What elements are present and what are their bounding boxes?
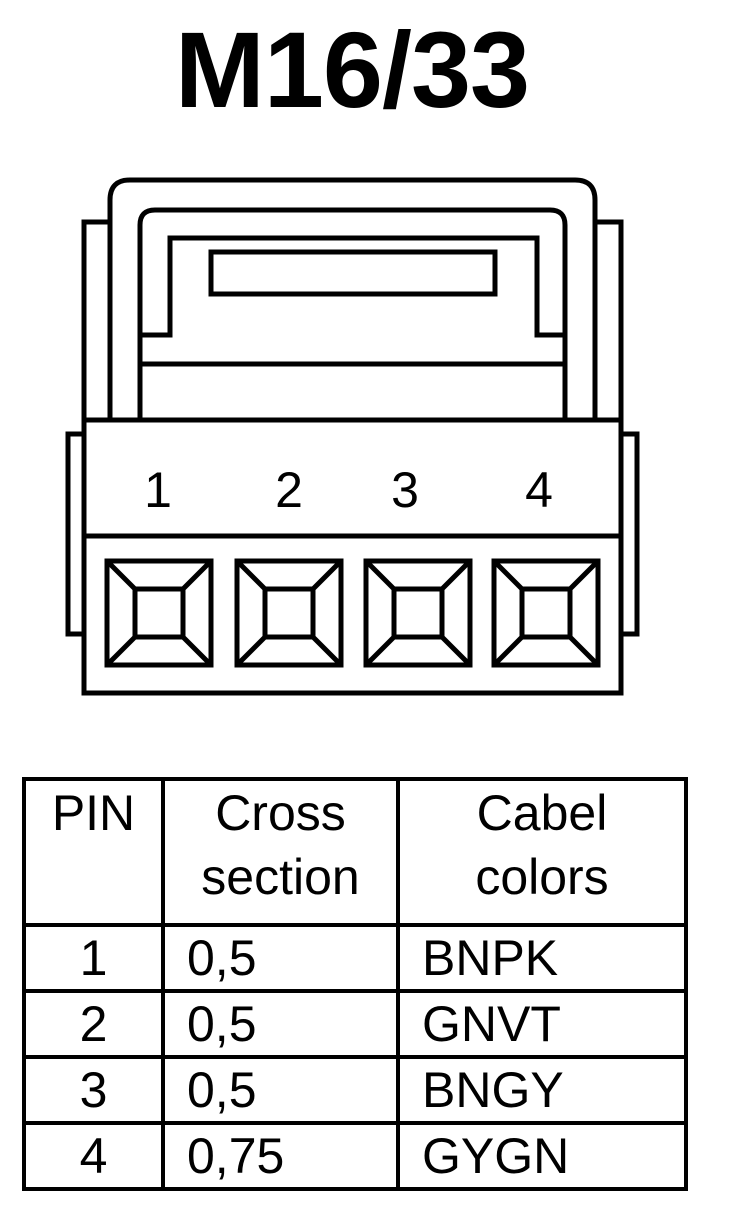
row-pin: 4 bbox=[22, 1121, 165, 1191]
header-cable-colors-line-2: colors bbox=[475, 849, 609, 905]
row-pin: 1 bbox=[22, 923, 165, 993]
terminal-cavity-4 bbox=[491, 558, 601, 668]
row-cross-section: 0,5 bbox=[161, 989, 400, 1059]
row-cable-colors: BNGY bbox=[396, 1055, 688, 1125]
table-row: 2 0,5 GNVT bbox=[22, 989, 688, 1059]
connector-right-flange bbox=[595, 219, 624, 420]
connector-drawing: 1 2 3 4 bbox=[65, 177, 640, 696]
pin-label-4: 4 bbox=[525, 462, 553, 518]
diagram-title: M16/33 bbox=[174, 9, 530, 130]
header-cable-colors: Cabel colors bbox=[396, 777, 688, 927]
pin-assignment-table: PIN Cross section Cabel colors 1 0,5 BNP… bbox=[22, 777, 688, 1191]
header-cross-section: Cross section bbox=[161, 777, 400, 927]
row-pin: 3 bbox=[22, 1055, 165, 1125]
terminal-cavity-3 bbox=[363, 558, 473, 668]
row-cable-colors: GNVT bbox=[396, 989, 688, 1059]
table-header-row: PIN Cross section Cabel colors bbox=[22, 777, 688, 927]
connector-right-ear bbox=[618, 431, 640, 637]
connector-hood-outline bbox=[107, 177, 598, 420]
row-cable-colors: GYGN bbox=[396, 1121, 688, 1191]
table-row: 1 0,5 BNPK bbox=[22, 923, 688, 993]
terminal-cavity-2 bbox=[234, 558, 344, 668]
table-row: 3 0,5 BNGY bbox=[22, 1055, 688, 1125]
connector-inner-frame bbox=[137, 207, 568, 420]
row-cross-section: 0,75 bbox=[161, 1121, 400, 1191]
pin-label-1: 1 bbox=[144, 462, 172, 518]
connector-latch-bar bbox=[208, 249, 498, 297]
connector-left-flange bbox=[81, 219, 110, 420]
row-cross-section: 0,5 bbox=[161, 1055, 400, 1125]
connector-latch-window bbox=[140, 235, 565, 338]
table-row: 4 0,75 GYGN bbox=[22, 1121, 688, 1191]
row-cross-section: 0,5 bbox=[161, 923, 400, 993]
row-pin: 2 bbox=[22, 989, 165, 1059]
terminal-cavity-1 bbox=[104, 558, 214, 668]
header-cross-section-line-2: section bbox=[201, 849, 360, 905]
header-cable-colors-line-1: Cabel bbox=[476, 785, 608, 841]
connector-body bbox=[81, 417, 624, 696]
header-pin: PIN bbox=[22, 777, 165, 927]
row-cable-colors: BNPK bbox=[396, 923, 688, 993]
header-pin-text: PIN bbox=[51, 785, 136, 841]
header-cross-section-line-1: Cross bbox=[215, 785, 346, 841]
connector-left-ear bbox=[65, 431, 87, 637]
pin-label-3: 3 bbox=[391, 462, 419, 518]
pin-label-2: 2 bbox=[275, 462, 303, 518]
